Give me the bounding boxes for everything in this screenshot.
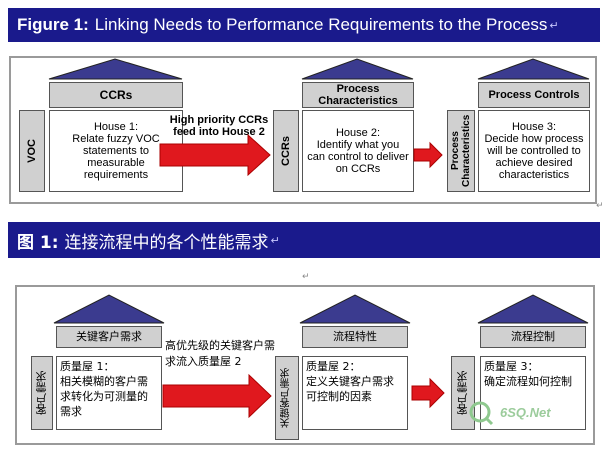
house2-side-label-zh: 关键客户需求	[275, 356, 299, 440]
figure-number-en: Figure 1:	[17, 15, 89, 34]
house1-roof-en	[48, 58, 183, 80]
house1-roof-label-zh: 关键客户需求	[56, 326, 162, 348]
small-arrow-zh	[411, 377, 445, 409]
house1-body-zh: 质量屋 1： 相关模糊的客户需求转化为可测量的需求	[56, 356, 162, 430]
house2-body-en: House 2: Identify what you can control t…	[302, 110, 414, 192]
house3-roof-en	[477, 58, 590, 80]
big-arrow-zh	[162, 373, 272, 419]
house1-roof-label-en: CCRs	[49, 82, 183, 108]
house1-roof-zh	[53, 294, 165, 324]
paragraph-mark: ↵	[596, 200, 604, 210]
paragraph-mark: ↵	[302, 271, 310, 281]
house1-body-en: House 1: Relate fuzzy VOC statements to …	[49, 110, 183, 192]
feed-text-en: High priority CCRs feed into House 2	[169, 114, 269, 138]
house1-side-label-zh: 客户需求	[31, 356, 53, 430]
house2-roof-label-en: Process Characteristics	[302, 82, 414, 108]
house2-roof-en	[301, 58, 414, 80]
figure-number-zh: 图 1:	[17, 232, 59, 253]
house3-body-en: House 3: Decide how process will be cont…	[478, 110, 590, 192]
house3-roof-zh	[477, 294, 589, 324]
watermark-text: 6SQ.Net	[500, 405, 551, 420]
house3-body-zh: 质量屋 3： 确定流程如何控制	[480, 356, 586, 430]
feed-text-zh: 高优先级的关键客户需求流入质量屋 2	[165, 339, 275, 368]
figure-title-text-zh: 连接流程中的各个性能需求	[64, 232, 269, 253]
house3-side-label-en: Process Characteristics	[447, 110, 475, 192]
watermark-logo-icon	[469, 401, 494, 426]
big-arrow-en	[159, 133, 271, 177]
house3-roof-label-en: Process Controls	[478, 82, 590, 108]
small-arrow-en	[413, 141, 443, 169]
house2-body-zh: 质量屋 2： 定义关键客户需求可控制的因素	[302, 356, 408, 430]
house3-roof-label-zh: 流程控制	[480, 326, 586, 348]
paragraph-mark: ↵	[549, 19, 559, 32]
house2-side-label-en: CCRs	[273, 110, 299, 192]
figure-title-text-en: Linking Needs to Performance Requirement…	[94, 15, 548, 34]
figure-title-zh: 图 1: 连接流程中的各个性能需求 ↵	[8, 222, 600, 258]
house1-side-label-en: VOC	[19, 110, 45, 192]
figure-title-en: Figure 1: Linking Needs to Performance R…	[8, 8, 600, 42]
paragraph-mark: ↵	[270, 233, 280, 247]
house2-roof-zh	[299, 294, 411, 324]
house2-roof-label-zh: 流程特性	[302, 326, 408, 348]
house3-side-label-zh: 客户需求	[451, 356, 475, 430]
